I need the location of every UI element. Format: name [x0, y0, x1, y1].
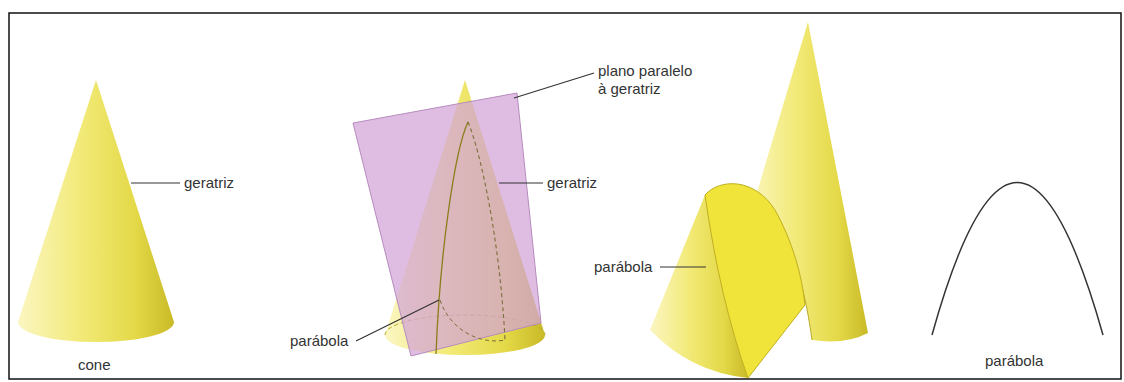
label-text: parábola — [290, 332, 348, 350]
leader-line — [660, 266, 706, 267]
frame-border — [9, 13, 1121, 379]
label-text: plano paralelo à geratriz — [598, 62, 698, 98]
leader-line — [499, 182, 543, 183]
leader-line — [514, 73, 594, 98]
cone-figure — [18, 80, 174, 342]
parabola-curve-hidden — [468, 122, 505, 340]
parabola-curve — [436, 122, 468, 354]
cutting-plane — [353, 93, 541, 356]
label-text: cone — [78, 356, 111, 374]
label-text: parábola — [985, 352, 1043, 370]
leader-line — [356, 300, 439, 341]
label-text: geratriz — [184, 174, 234, 192]
parabola-face — [705, 184, 805, 378]
parabola-curve — [932, 183, 1103, 336]
leader-line — [131, 182, 180, 183]
label-text: geratriz — [547, 174, 597, 192]
label-text: parábola — [594, 258, 652, 276]
section-hidden — [440, 300, 505, 341]
